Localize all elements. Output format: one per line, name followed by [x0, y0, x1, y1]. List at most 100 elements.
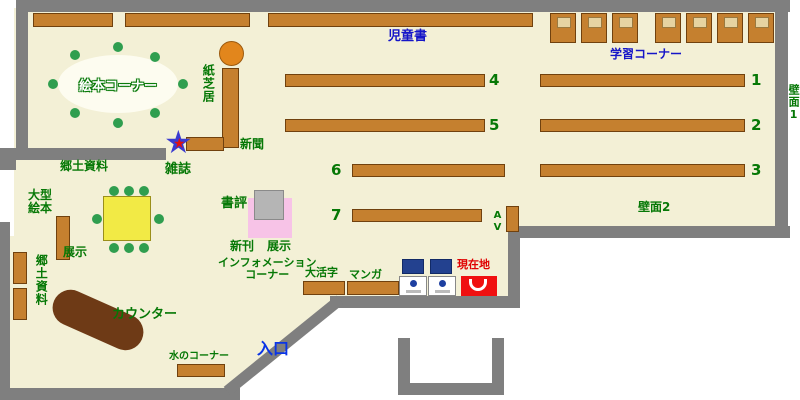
terminal-dot — [410, 280, 417, 287]
bookshelf-row-3 — [540, 164, 745, 177]
stool-dot — [113, 118, 123, 128]
opac-chair — [402, 259, 424, 274]
counter-label: カウンター — [112, 307, 178, 322]
large-picture-books-line2: 絵本 — [28, 201, 53, 216]
book-review-label: 書評 — [221, 196, 248, 211]
study-desk — [581, 13, 607, 43]
large-print-shelf — [303, 281, 345, 295]
terminal-slot — [406, 290, 421, 293]
information-line2: コーナー — [245, 268, 290, 282]
study-desk — [748, 13, 774, 43]
star-icon-inner: ★ — [173, 136, 186, 152]
stool-dot — [113, 42, 123, 52]
wall-left — [0, 222, 10, 400]
marker-arc — [469, 279, 487, 291]
bookshelf-row-2 — [540, 119, 745, 132]
large-print-label: 大活字 — [305, 266, 338, 279]
terminal-dot — [439, 280, 446, 287]
stool-dot — [48, 79, 58, 89]
children-books-label: 児童書 — [388, 29, 428, 44]
opac-chair — [430, 259, 452, 274]
magazine-label: 雑誌 — [165, 162, 192, 177]
wall-right — [775, 4, 788, 236]
wall-room-bottom — [16, 148, 166, 160]
bookshelf-row-7 — [352, 209, 482, 222]
shelf-number-1: 1 — [751, 71, 762, 89]
large-picture-books-shelf — [56, 216, 70, 260]
wall-step — [508, 226, 520, 306]
wall-bottom-right — [518, 226, 790, 238]
kamishibai-table — [219, 41, 244, 66]
chair — [619, 17, 633, 28]
kamishibai-shelf — [222, 68, 239, 148]
exhibit-stand-gray — [254, 190, 284, 220]
terminal-slot — [435, 290, 450, 293]
wall-top — [16, 0, 790, 12]
local-materials-shelf-2 — [13, 288, 27, 320]
study-corner-label: 学習コーナー — [610, 47, 683, 61]
you-are-here-label: 現在地 — [457, 258, 490, 271]
study-desk — [612, 13, 638, 43]
bookshelf-row-6 — [352, 164, 505, 177]
stool-dot — [109, 243, 119, 253]
vestibule-wall-left — [398, 338, 410, 395]
opac-terminal — [428, 276, 456, 296]
local-materials-shelf-1 — [13, 252, 27, 284]
wall-left-stub — [0, 148, 16, 170]
vestibule-wall-bottom — [398, 383, 504, 395]
av-shelf — [506, 206, 519, 232]
shelf-number-5: 5 — [489, 116, 500, 134]
exhibit-left-label: 展示 — [63, 245, 88, 259]
local-materials-label: 郷土資料 — [60, 159, 109, 173]
chair — [724, 17, 738, 28]
large-picture-books-line1: 大型 — [28, 188, 53, 202]
chair — [693, 17, 707, 28]
exhibit-center-label: 展示 — [267, 239, 292, 253]
wall-bottom-mid — [330, 296, 520, 308]
bookshelf-top-mid-2 — [268, 13, 533, 27]
shelf-number-6: 6 — [331, 161, 342, 179]
newspaper-shelf — [186, 137, 224, 151]
kamishibai-label: 紙芝居 — [201, 64, 216, 103]
picture-book-corner-rug: 絵本コーナー — [58, 55, 178, 113]
star-icon: ★ — [164, 123, 193, 161]
study-desk — [550, 13, 576, 43]
reading-table — [103, 196, 151, 241]
information-line1: インフォメーション — [218, 256, 317, 269]
stool-dot — [150, 108, 160, 118]
shelf-number-3: 3 — [751, 161, 762, 179]
manga-shelf — [347, 281, 399, 295]
manga-label: マンガ — [349, 268, 382, 281]
study-desk — [717, 13, 743, 43]
stool-dot — [154, 214, 164, 224]
newspaper-label: 新聞 — [240, 137, 265, 151]
magazine-star-marker: ★ ★ — [164, 126, 200, 168]
water-corner-label: 水のコーナー — [169, 351, 229, 362]
chair — [755, 17, 769, 28]
bookshelf-row-4 — [285, 74, 485, 87]
stool-dot — [124, 243, 134, 253]
stool-dot — [70, 50, 80, 60]
av-label: AV — [492, 210, 503, 234]
local-materials-vertical-label: 郷土資料 — [34, 254, 49, 306]
bookshelf-top-mid-1 — [125, 13, 250, 27]
water-corner-shelf — [177, 364, 225, 377]
chair — [557, 17, 571, 28]
bookshelf-row-5 — [285, 119, 485, 132]
wall-room-left — [16, 0, 28, 160]
stool-dot — [178, 79, 188, 89]
stool-dot — [124, 186, 134, 196]
stool-dot — [150, 52, 160, 62]
opac-terminal — [399, 276, 427, 296]
shelf-number-2: 2 — [751, 116, 762, 134]
study-desk — [655, 13, 681, 43]
wall-bottom-left — [0, 388, 240, 400]
stool-dot — [139, 186, 149, 196]
picture-book-corner-label: 絵本コーナー — [78, 78, 157, 94]
information-corner-label: インフォメーション コーナー — [218, 256, 317, 282]
chair — [588, 17, 602, 28]
bookshelf-top-left — [33, 13, 113, 27]
entrance-label: 入口 — [257, 339, 290, 358]
stool-dot — [70, 108, 80, 118]
